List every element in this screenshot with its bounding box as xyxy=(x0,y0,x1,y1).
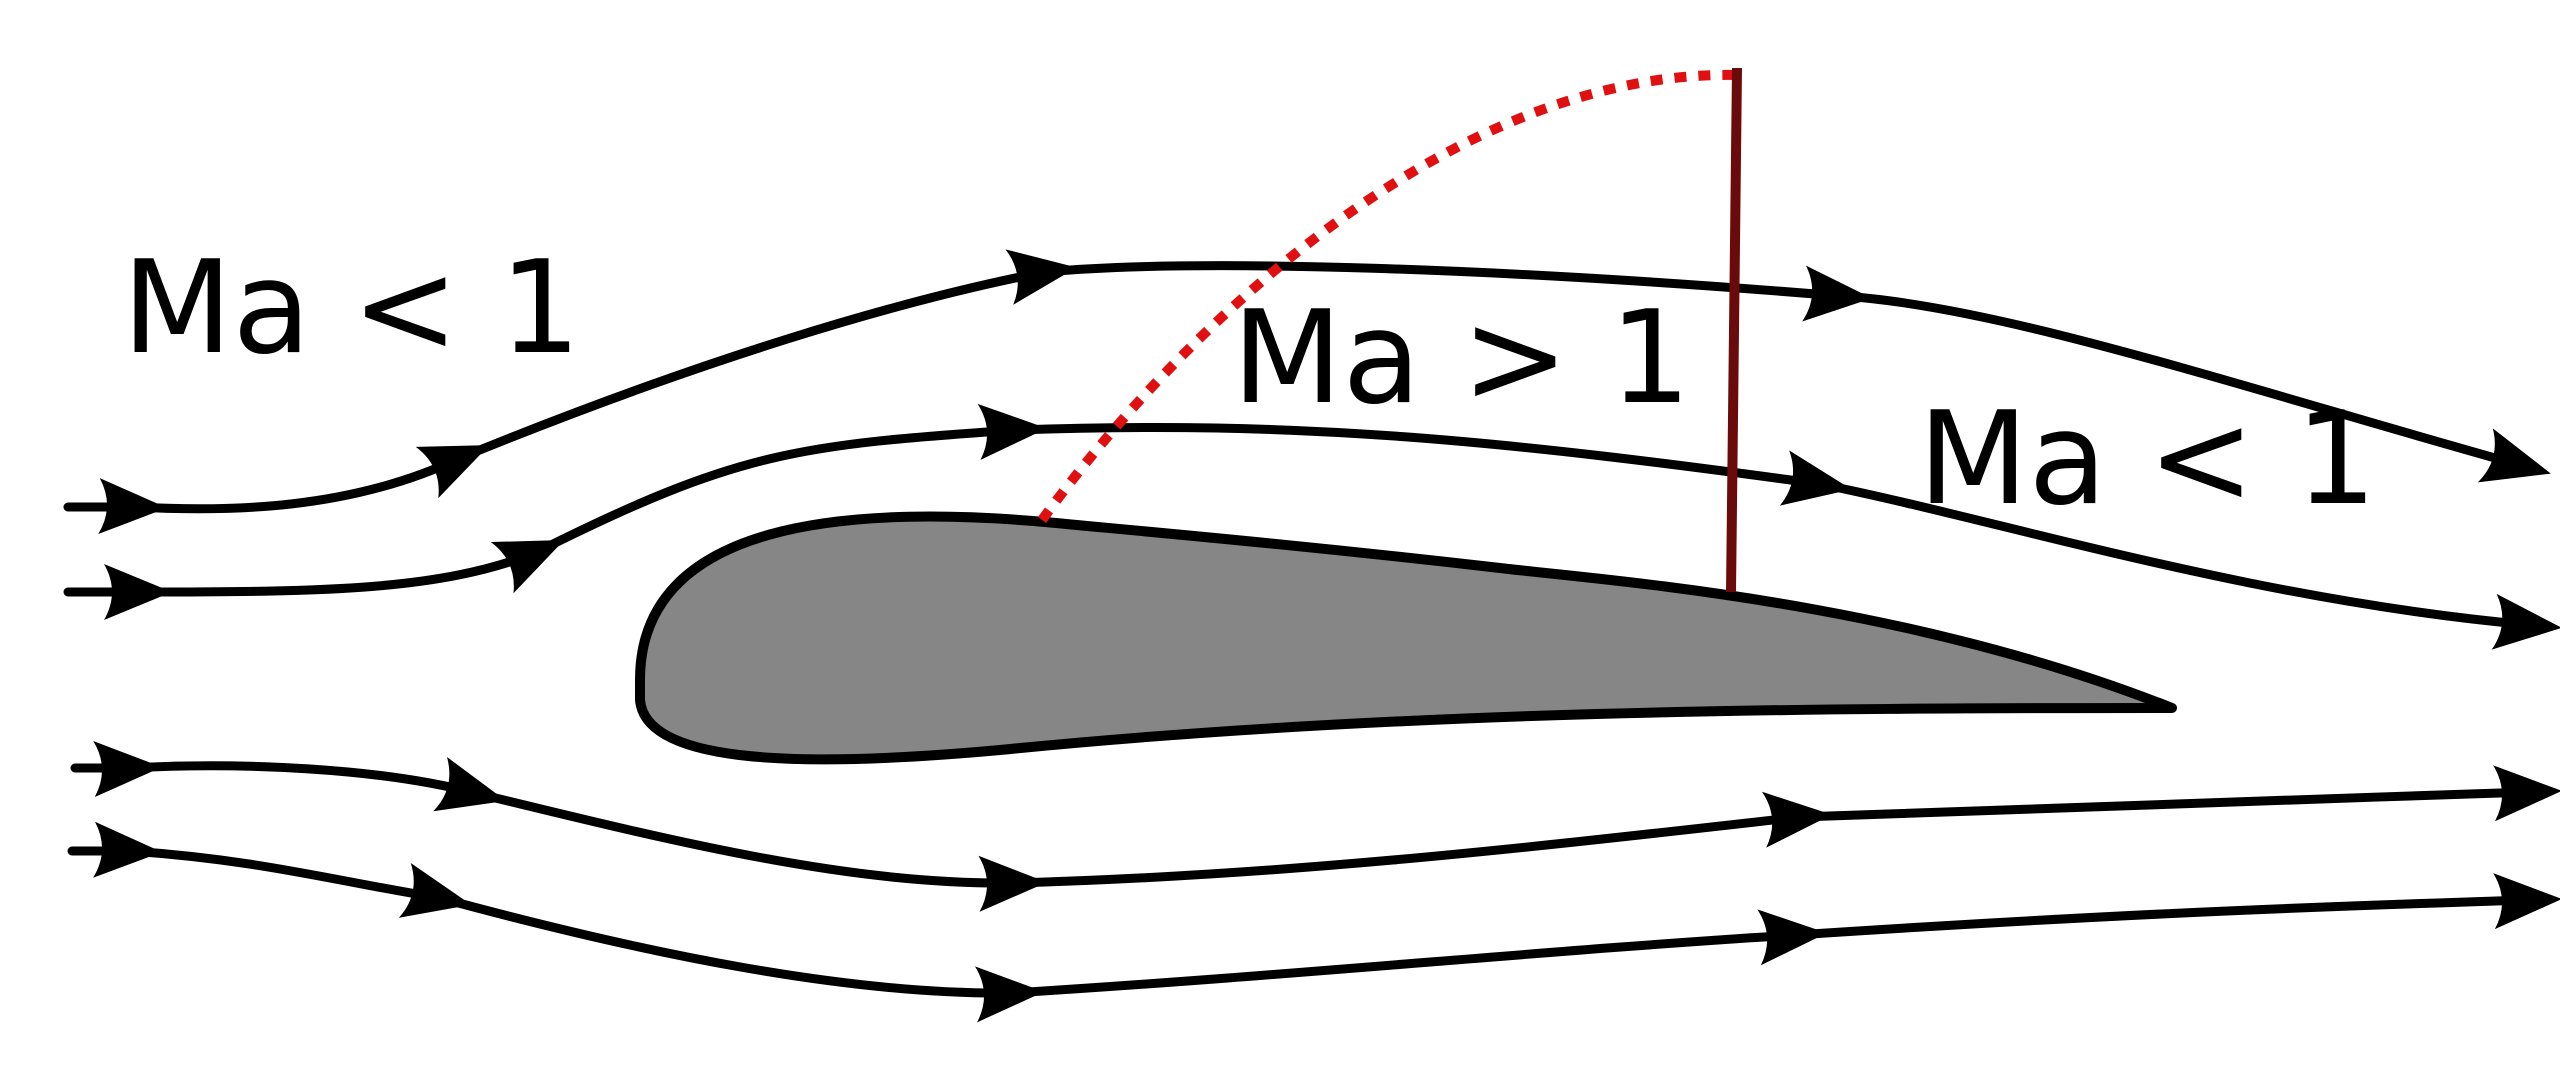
label-supersonic: Ma > 1 xyxy=(1232,284,1691,433)
streamline-2 xyxy=(63,403,2560,650)
streamline-3 xyxy=(70,740,2560,912)
streamline-4 xyxy=(67,821,2560,1023)
shock-wave xyxy=(1726,67,1742,593)
airfoil xyxy=(635,511,2177,765)
label-downstream: Ma < 1 xyxy=(1918,385,2377,534)
streamlines xyxy=(63,249,2560,1023)
sonic-line xyxy=(1037,69,1737,523)
label-upstream: Ma < 1 xyxy=(122,234,581,383)
